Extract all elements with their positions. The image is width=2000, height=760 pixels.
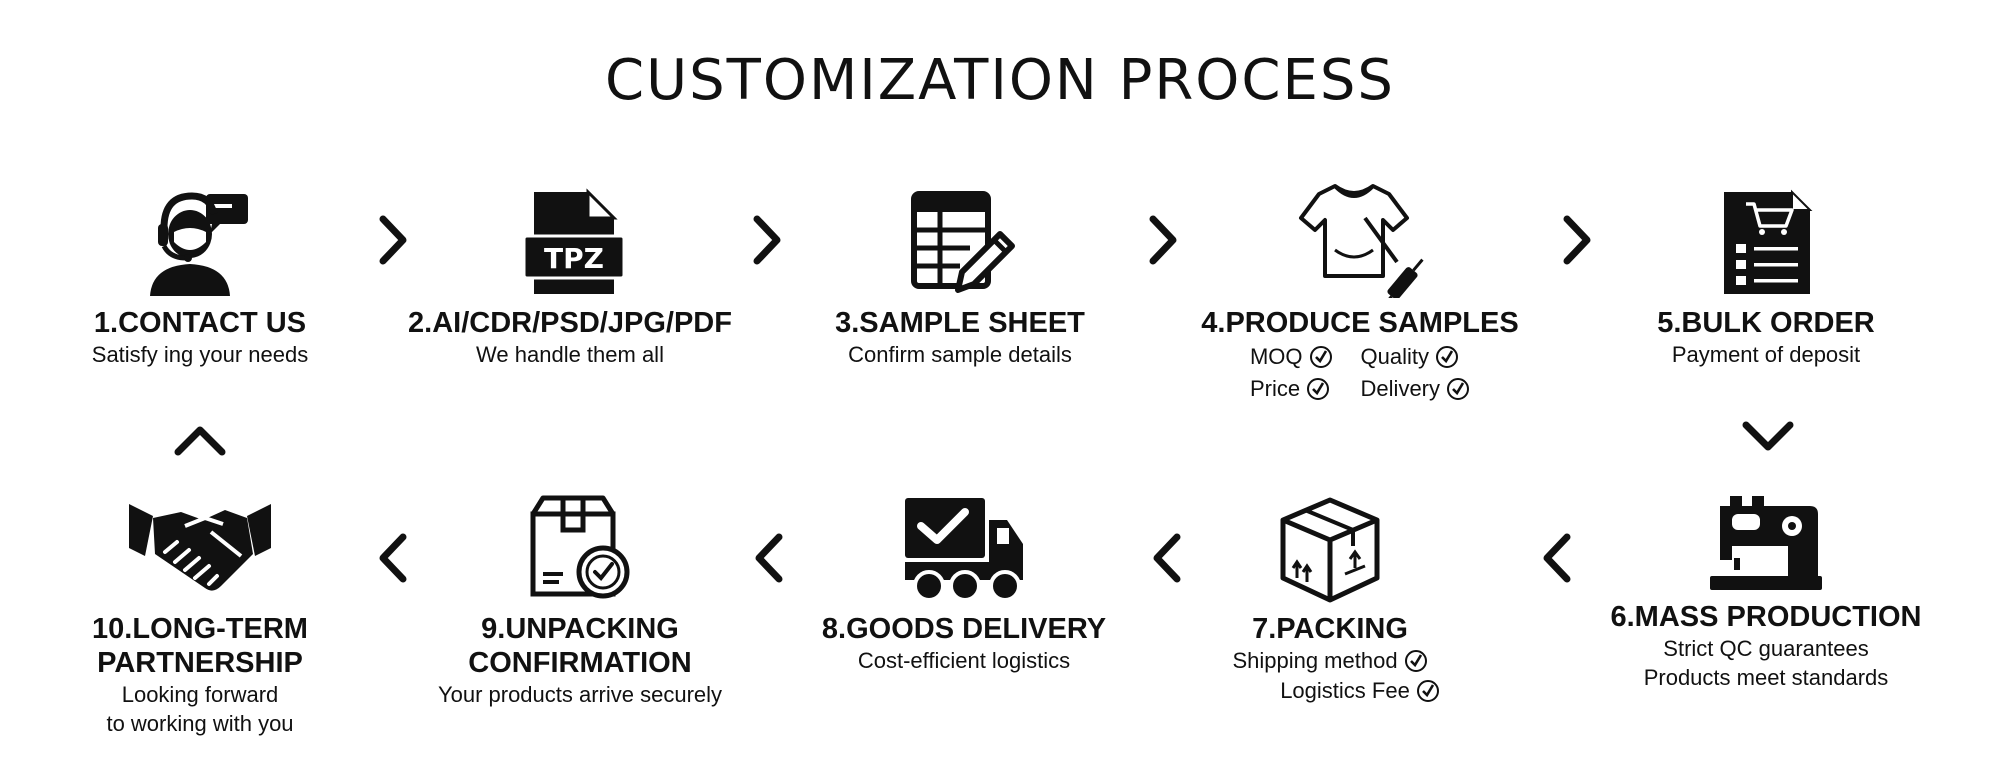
step-goods-delivery: 8.GOODS DELIVERY Cost-efficient logistic… [774,494,1154,675]
arrow-left-icon [1543,533,1571,583]
step-title-line: 10.LONG-TERM [92,613,308,645]
arrow-right-icon [1563,215,1591,265]
check-item: Delivery [1361,374,1470,404]
step-subtitle: Cost-efficient logistics [857,648,1071,673]
arrow-left-icon [755,533,783,583]
handshake-icon [129,504,271,591]
arrow-down-icon [1742,421,1794,451]
check-circle-icon [1404,650,1427,672]
step-title: 3.SAMPLE SHEET [835,307,1085,339]
step-subtitle: We handle them all [476,342,664,367]
arrow-right-icon [1149,215,1177,265]
step-subtitle-line: Strict QC guarantees [1663,636,1869,661]
sewing-machine-icon [1710,496,1822,590]
box-check-icon [530,495,630,599]
check-circle-icon [1416,680,1439,702]
step-file-formats: TPZ 2.AI/CDR/PSD/JPG/PDF We handle them … [380,188,760,369]
step-mass-production: 6.MASS PRODUCTION Strict QC guarantees P… [1576,492,1956,692]
step-packing: 7.PACKING Shipping method Logistics Fee [1140,494,1520,706]
check-circle-icon [1436,346,1459,368]
step-long-term-partnership: 10.LONG-TERM PARTNERSHIP Looking forward… [10,494,390,738]
step-title: 5.BULK ORDER [1657,307,1875,339]
check-circle-icon [1307,378,1330,400]
check-circle-icon [1447,378,1470,400]
check-item: Shipping method [1232,646,1427,676]
page-title: CUSTOMIZATION PROCESS [605,48,1395,113]
step-unpacking-confirmation: 9.UNPACKING CONFIRMATION Your products a… [390,494,770,709]
delivery-truck-icon [905,498,1023,602]
check-item: Logistics Fee [1280,676,1440,706]
step-subtitle-line: Looking forward [121,682,279,707]
step-subtitle: Satisfy ing your needs [91,342,309,367]
step-title-line: 9.UNPACKING [481,613,679,645]
step-title: 2.AI/CDR/PSD/JPG/PDF [408,307,732,339]
spreadsheet-pencil-icon [911,191,1015,293]
step-title-line: PARTNERSHIP [97,647,303,679]
arrow-up-icon [174,426,226,456]
file-label: TPZ [544,242,604,275]
step-title: 4.PRODUCE SAMPLES [1201,307,1519,339]
step-title: 1.CONTACT US [93,307,307,339]
sample-check-list: MOQ Quality Price Delivery [1250,342,1470,404]
tpz-file-icon: TPZ [522,188,626,294]
step-sample-sheet: 3.SAMPLE SHEET Confirm sample details [770,188,1150,369]
step-title-line: CONFIRMATION [468,647,692,679]
step-title: 7.PACKING [1252,613,1408,645]
packing-check-list: Shipping method Logistics Fee [1140,646,1520,706]
arrow-right-icon [379,215,407,265]
check-item: MOQ [1250,342,1333,372]
tshirt-sewing-icon [1299,184,1424,298]
check-item: Price [1250,374,1333,404]
arrow-left-icon [379,533,407,583]
step-contact-us: 1.CONTACT US Satisfy ing your needs [10,188,390,369]
step-title: 6.MASS PRODUCTION [1610,601,1922,633]
check-item: Quality [1361,342,1470,372]
box-icon [1280,497,1380,603]
arrow-left-icon [1153,533,1181,583]
cart-document-icon [1724,189,1813,294]
step-subtitle: Payment of deposit [1671,342,1861,367]
step-bulk-order: 5.BULK ORDER Payment of deposit [1576,188,1956,369]
step-produce-samples: 4.PRODUCE SAMPLES MOQ Quality Price Deli… [1170,180,1550,404]
step-subtitle-line: to working with you [106,711,294,736]
check-circle-icon [1309,346,1332,368]
step-title: 8.GOODS DELIVERY [821,613,1107,645]
step-subtitle-line: Products meet standards [1643,665,1889,690]
arrow-right-icon [753,215,781,265]
customer-service-agent-icon [150,192,248,296]
step-subtitle: Your products arrive securely [437,682,723,707]
step-subtitle: Confirm sample details [848,342,1072,367]
